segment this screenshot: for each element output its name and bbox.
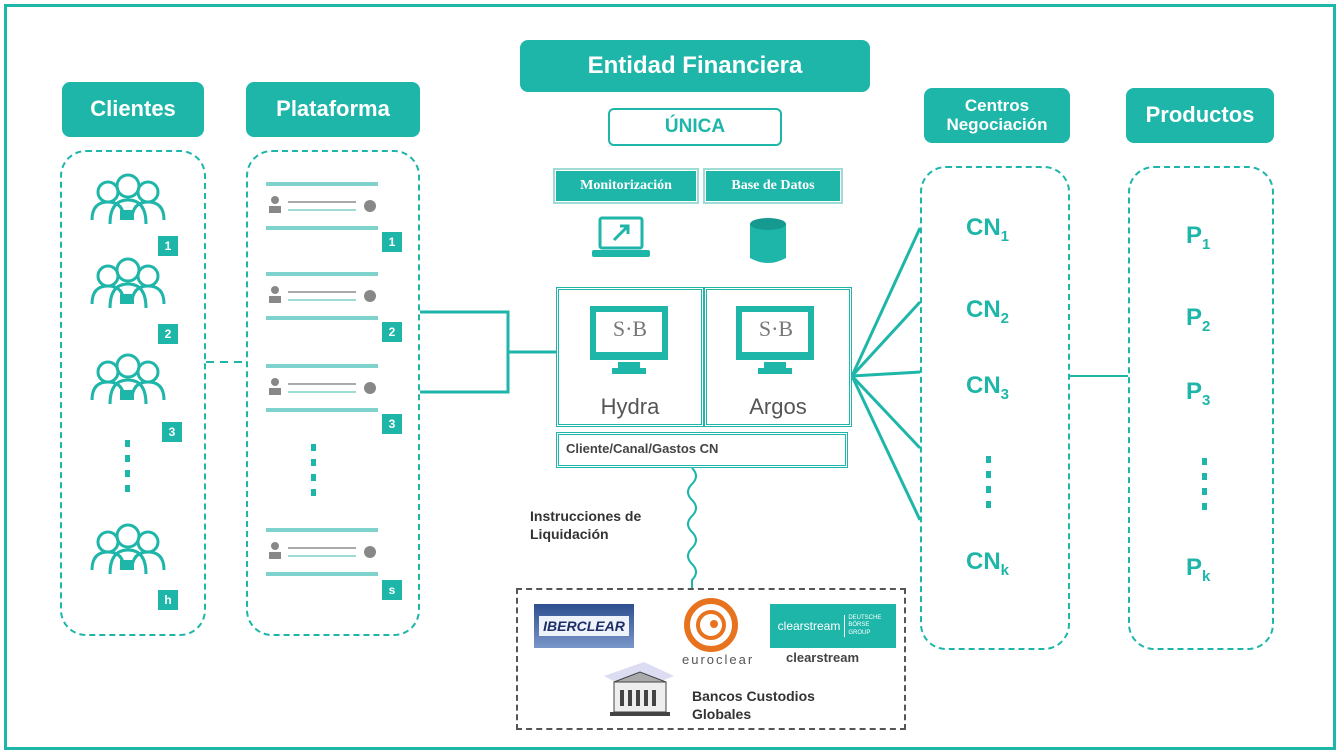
monitorizacion-box: Monitorización [553,168,699,204]
iberclear-text: IBERCLEAR [539,616,629,636]
base-de-datos-box: Base de Datos [703,168,843,204]
platform-badge: s [382,580,402,600]
platform-flow-icon [266,528,382,583]
client-group-icon [88,257,168,321]
header-centros-negociacion: Centros Negociación [924,88,1070,143]
header-productos: Productos [1126,88,1274,143]
clearstream-logo: clearstream DEUTSCHE BÖRSE GROUP [770,604,896,648]
client-badge: 1 [158,236,178,256]
platform-ellipsis [311,444,317,496]
platform-flow-icon [266,272,382,327]
cliente-canal-gastos-box [556,432,848,468]
clearstream-logo-text: clearstream [777,619,841,633]
euroclear-label: euroclear [682,652,755,667]
centro-item-k: CNk [966,548,1010,579]
clearstream-caption: clearstream [786,650,859,665]
header-clientes: Clientes [62,82,204,137]
clientes-column [60,150,206,636]
diagram-frame [4,4,1336,750]
system-hydra-box [556,287,704,427]
platform-badge: 3 [382,414,402,434]
producto-item-3: P3 [1186,378,1211,409]
platform-badge: 2 [382,322,402,342]
platform-flow-icon [266,364,382,419]
plataforma-column [246,150,420,636]
producto-item-2: P2 [1186,304,1211,335]
productos-column [1128,166,1274,650]
bank-building-icon [604,662,674,723]
centro-item-1: CN1 [966,214,1010,245]
instrucciones-label: Instrucciones de Liquidación [530,508,642,542]
client-badge: 2 [158,324,178,344]
client-badge: 3 [162,422,182,442]
producto-item-1: P1 [1186,222,1211,253]
client-badge: h [158,590,178,610]
euroclear-logo-icon [678,598,744,657]
database-icon [748,216,788,271]
unica-box: ÚNICA [608,108,782,146]
centro-item-2: CN2 [966,296,1010,327]
platform-flow-icon [266,182,382,237]
custodians-box [516,588,906,730]
monitor-icon [590,306,674,387]
system-argos-label: Argos [749,394,807,419]
system-argos-logo: S·B [758,316,794,341]
cliente-canal-gastos-label: Cliente/Canal/Gastos CN [566,441,719,456]
header-entidad-financiera: Entidad Financiera [520,40,870,92]
header-plataforma: Plataforma [246,82,420,137]
centros-ellipsis [986,456,992,508]
client-group-icon [88,353,168,417]
laptop-icon [592,216,652,269]
centro-item-3: CN3 [966,372,1010,403]
system-hydra-logo: S·B [612,316,648,341]
client-group-icon [88,173,168,237]
platform-badge: 1 [382,232,402,252]
client-group-icon [88,523,168,587]
producto-item-k: Pk [1186,554,1211,585]
system-argos-box [704,287,852,427]
centros-column [920,166,1070,650]
bancos-custodios-label: Bancos Custodios Globales [692,688,815,722]
clearstream-group-text: DEUTSCHE BÖRSE GROUP [844,615,888,637]
iberclear-logo: IBERCLEAR [534,604,634,648]
system-hydra-label: Hydra [600,394,660,419]
productos-ellipsis [1202,458,1208,510]
client-ellipsis [125,440,131,492]
monitor-icon [736,306,820,387]
